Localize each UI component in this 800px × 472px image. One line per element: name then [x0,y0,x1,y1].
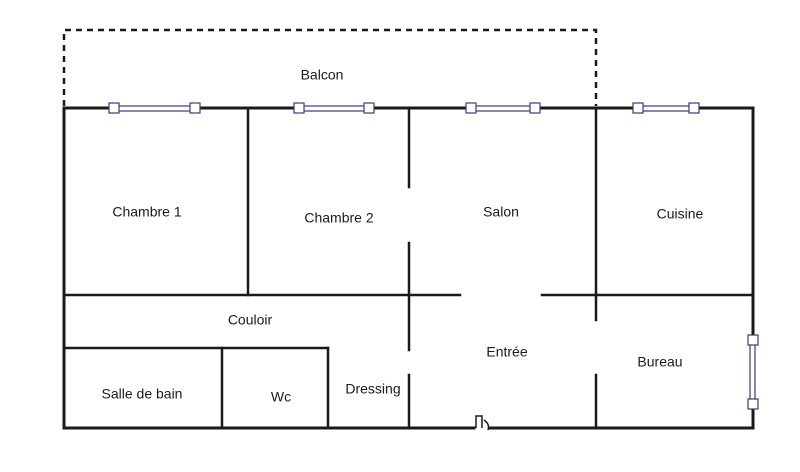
interior-walls [62,106,755,430]
label-couloir: Couloir [228,312,273,328]
label-salon: Salon [483,204,519,220]
label-chambre2: Chambre 2 [304,210,373,226]
label-balcon: Balcon [301,67,344,83]
label-cuisine: Cuisine [657,206,704,222]
label-salle-de-bain: Salle de bain [102,386,183,402]
entrance-door-symbol [475,415,490,431]
label-chambre1: Chambre 1 [112,204,181,220]
label-entree: Entrée [486,344,527,360]
label-wc: Wc [271,389,291,405]
window-chambre1 [108,102,201,114]
windows [108,102,759,410]
balcony-outline [62,28,598,106]
window-cuisine [632,102,700,114]
window-salon [465,102,541,114]
window-bureau [747,334,759,410]
window-chambre2 [293,102,375,114]
label-dressing: Dressing [345,381,400,397]
label-bureau: Bureau [637,354,682,370]
